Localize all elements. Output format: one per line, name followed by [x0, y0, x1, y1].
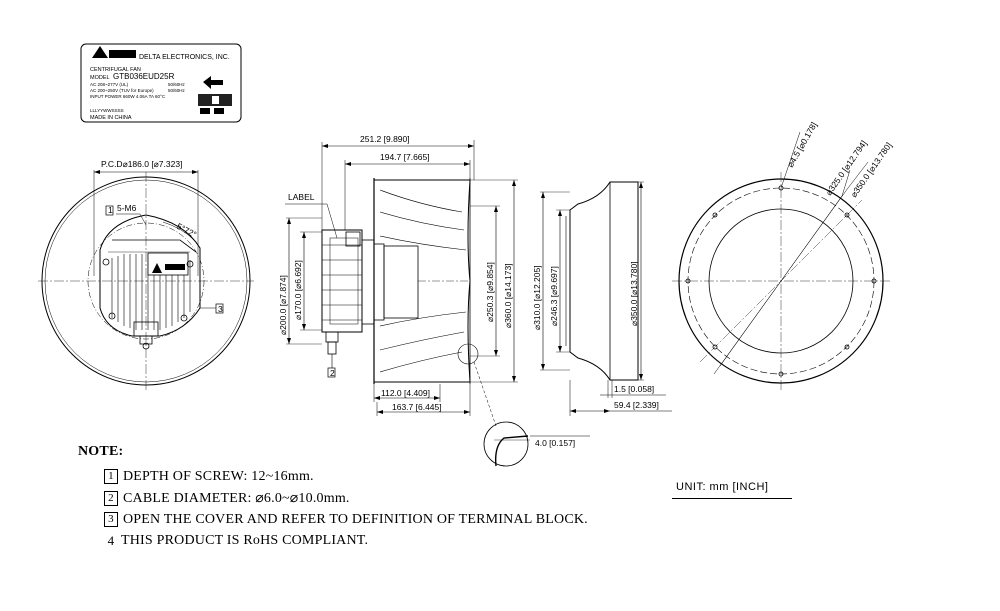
dim-d200: ⌀200.0 [⌀7.874] — [278, 275, 288, 335]
side-view — [285, 140, 590, 467]
dim-inlet-length: 194.7 [7.665] — [380, 152, 430, 162]
note-number-box: 1 — [104, 469, 118, 485]
dim-d170: ⌀170.0 [⌀6.692] — [293, 260, 303, 320]
note-number: 4 — [107, 533, 115, 549]
plate-product-type: CENTRIFUGAL FAN — [90, 67, 141, 73]
callout-1-number: 1 — [108, 205, 113, 215]
callout-3-number: 3 — [218, 304, 223, 314]
plate-input-power: INPUT POWER 660W 4.06A TA 60°C — [90, 94, 166, 99]
dim-hole: ⌀4.5 [⌀0.178] — [785, 120, 819, 169]
plate-ac-line-2: AC 200~250V (TUV for Europe) — [90, 88, 154, 93]
note-text: CABLE DIAMETER: ⌀6.0~⌀10.0mm. — [123, 490, 350, 506]
delta-logo — [92, 46, 136, 58]
motor-housing — [99, 214, 201, 350]
label-tag: LABEL — [288, 192, 315, 202]
dim-ring-depth: 59.4 [2.339] — [614, 400, 659, 410]
dim-d360: ⌀360.0 [⌀14.173] — [503, 263, 513, 328]
note-text: OPEN THE COVER AND REFER TO DEFINITION O… — [123, 511, 588, 527]
dim-depth-112: 112.0 [4.409] — [381, 388, 430, 398]
mounting-view — [672, 131, 890, 390]
plate-brand: DELTA ELECTRONICS, INC. — [139, 54, 230, 61]
dim-d250: ⌀250.3 [⌀9.854] — [485, 262, 495, 322]
unit-underline — [672, 498, 792, 499]
inlet-ring-view — [540, 181, 672, 416]
dim-overall-length: 251.2 [9.890] — [360, 134, 410, 144]
certification-marks-icon — [198, 94, 232, 114]
dim-depth-163: 163.7 [6.445] — [392, 402, 442, 412]
note-item-2: 2 CABLE DIAMETER: ⌀6.0~⌀10.0mm. — [104, 488, 588, 510]
note-text: THIS PRODUCT IS RoHS COMPLIANT. — [121, 533, 369, 549]
plate-ac-line-1-freq: 50/60Hz — [168, 82, 186, 87]
notes-title: NOTE: — [78, 444, 124, 459]
dim-d350: ⌀350.0 [⌀13.780] — [629, 261, 639, 326]
note-item-3: 3 OPEN THE COVER AND REFER TO DEFINITION… — [104, 509, 588, 531]
unit-label: UNIT: mm [INCH] — [676, 481, 769, 493]
airflow-arrow-icon — [203, 76, 223, 89]
notes-block: NOTE: 1 DEPTH OF SCREW: 12~16mm. 2 CABLE… — [78, 444, 588, 552]
dim-d310: ⌀310.0 [⌀12.205] — [532, 265, 542, 330]
pcd-dimension-label: P.C.D⌀186.0 [⌀7.323] — [101, 159, 182, 169]
plate-ac-line-2-freq: 50/60Hz — [168, 88, 186, 93]
note-number-box: 2 — [104, 490, 118, 506]
angle-label: 5°72° — [175, 221, 198, 240]
note-item-4: 4 THIS PRODUCT IS RoHS COMPLIANT. — [104, 531, 588, 553]
plate-model: GTB036EUD25R — [113, 72, 175, 81]
label-plate: DELTA ELECTRONICS, INC. CENTRIFUGAL FAN … — [80, 43, 242, 123]
dim-detail: 4.0 [0.157] — [535, 438, 575, 448]
note-text: DEPTH OF SCREW: 12~16mm. — [123, 468, 314, 484]
note-item-1: 1 DEPTH OF SCREW: 12~16mm. — [104, 466, 588, 488]
note-number-box: 3 — [104, 512, 118, 528]
plate-date-code: LLLYYWWSSSS — [90, 108, 124, 113]
screw-label: 5-M6 — [117, 203, 137, 213]
plate-model-label: MODEL — [90, 75, 110, 81]
front-view — [38, 170, 254, 390]
dim-d246: ⌀246.3 [⌀9.697] — [549, 266, 559, 326]
plate-origin: MADE IN CHINA — [90, 115, 132, 121]
plate-ac-line-1: AC 208~277V (UL) — [90, 82, 129, 87]
callout-2-number: 2 — [330, 368, 335, 378]
dim-ring-thickness: 1.5 [0.058] — [614, 384, 654, 394]
